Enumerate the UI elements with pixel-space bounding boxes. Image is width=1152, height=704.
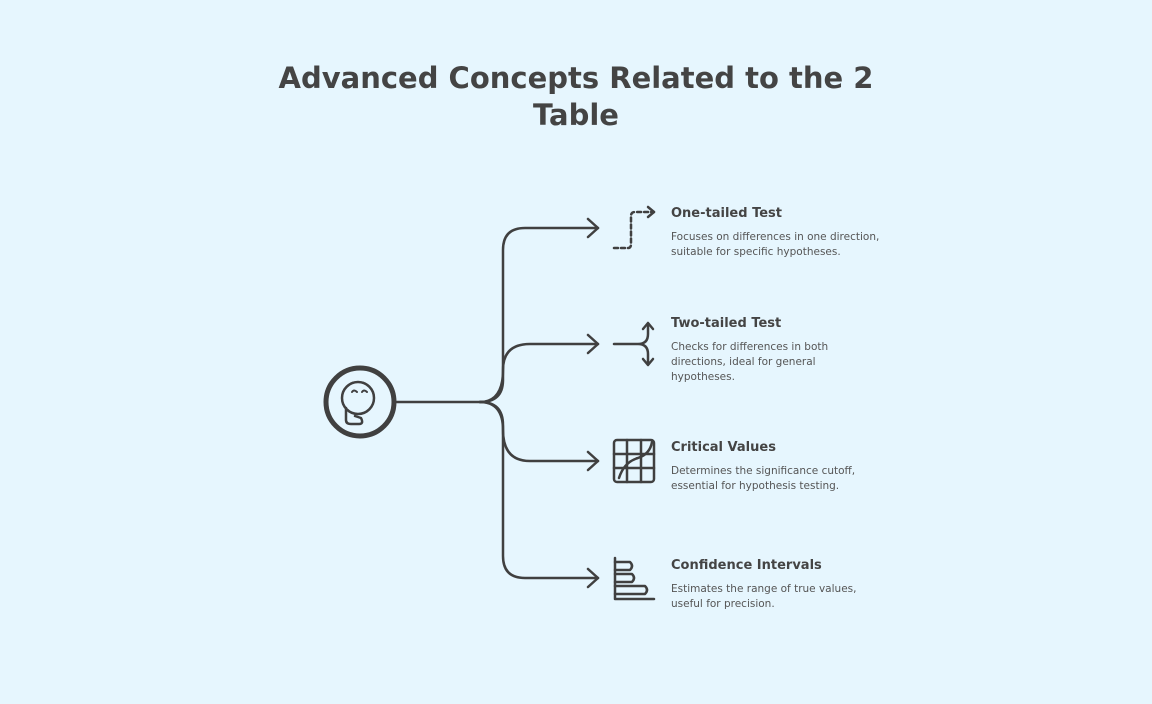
item-description: Estimates the range of true values, usef… — [671, 583, 857, 610]
split-arrow-icon — [612, 321, 655, 367]
item-title: One-tailed Test — [671, 206, 782, 221]
item-title: Confidence Intervals — [671, 558, 822, 573]
title-line-1: Advanced Concepts Related to the 2 — [278, 61, 874, 95]
thinking-face-icon — [323, 365, 397, 439]
item-title: Critical Values — [671, 440, 776, 455]
grid-curve-icon — [612, 438, 656, 484]
item-one-tailed-test: One-tailed Test Focuses on differences i… — [671, 206, 901, 260]
item-critical-values: Critical Values Determines the significa… — [671, 440, 901, 494]
connector-lines — [393, 217, 600, 589]
item-description: Focuses on differences in one direction,… — [671, 231, 880, 258]
item-confidence-intervals: Confidence Intervals Estimates the range… — [671, 558, 901, 612]
page-title: Advanced Concepts Related to the 2 Table — [0, 60, 1152, 134]
bar-chart-icon — [613, 556, 656, 601]
title-line-2: Table — [533, 98, 619, 132]
item-title: Two-tailed Test — [671, 316, 782, 331]
item-description: Checks for differences in both direction… — [671, 341, 829, 383]
dashed-step-arrow-icon — [612, 205, 656, 250]
item-two-tailed-test: Two-tailed Test Checks for differences i… — [671, 316, 901, 385]
item-description: Determines the significance cutoff, esse… — [671, 465, 856, 492]
